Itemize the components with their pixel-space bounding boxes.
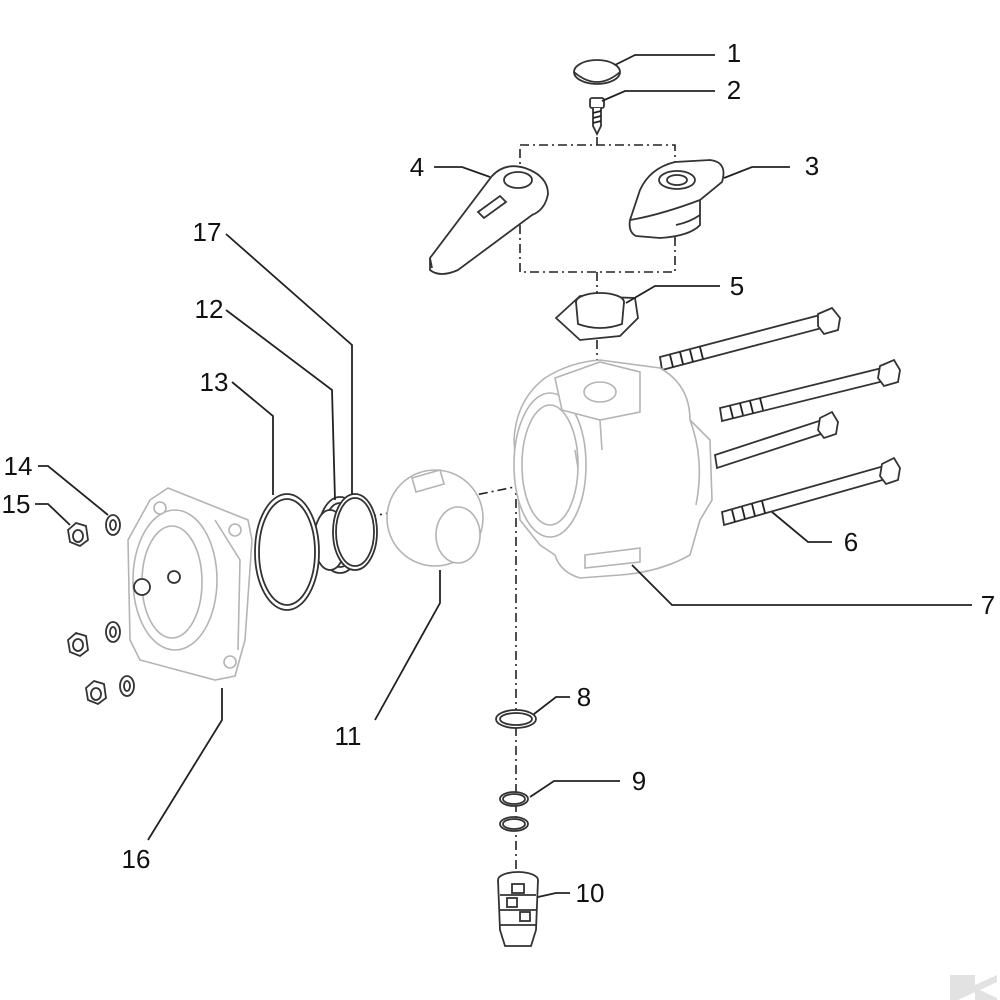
- washer-3: [119, 675, 135, 697]
- callout-12: 12: [195, 294, 224, 324]
- leader-13: [231, 381, 274, 495]
- bolt-2: [718, 358, 901, 423]
- leader-10: [537, 892, 570, 898]
- callout-4: 4: [410, 152, 424, 182]
- callout-16: 16: [122, 844, 151, 874]
- part-lever-handle: [429, 165, 549, 275]
- bolt-3: [713, 410, 839, 470]
- nut-2: [67, 631, 89, 658]
- brand-logo-icon: [950, 975, 997, 1000]
- part-gasket: [495, 709, 537, 729]
- part-outer-ring: [332, 493, 378, 571]
- leader-11: [374, 570, 441, 721]
- callout-5: 5: [730, 271, 744, 301]
- part-cap: [573, 59, 621, 85]
- callout-10: 10: [576, 878, 605, 908]
- washer-1: [105, 514, 121, 536]
- bolt-1: [658, 306, 841, 372]
- callout-7: 7: [981, 590, 995, 620]
- part-o-ring: [254, 493, 320, 611]
- callout-13: 13: [200, 367, 229, 397]
- leader-5: [625, 285, 720, 304]
- leader-14: [38, 465, 109, 516]
- callout-3: 3: [805, 151, 819, 181]
- leader-6: [771, 511, 832, 543]
- callout-1: 1: [727, 38, 741, 68]
- callout-17: 17: [193, 217, 222, 247]
- part-end-cap: [127, 487, 253, 681]
- axis-handle-frame: [519, 144, 676, 273]
- leader-1: [614, 54, 715, 66]
- part-small-o-rings: [499, 791, 529, 832]
- bolt-4: [720, 456, 901, 527]
- callout-11: 11: [335, 721, 362, 751]
- part-nuts-washers: [67, 514, 135, 706]
- callout-6: 6: [844, 527, 858, 557]
- leader-16: [147, 688, 223, 841]
- nut-3: [85, 679, 107, 706]
- nut-1: [67, 521, 89, 548]
- leader-4: [434, 166, 491, 178]
- part-knob-handle: [628, 159, 725, 239]
- leader-17: [225, 233, 353, 494]
- leader-8: [533, 696, 570, 715]
- leader-2: [601, 90, 715, 102]
- part-adapter: [554, 292, 639, 341]
- callout-2: 2: [727, 75, 741, 105]
- leader-12: [225, 309, 336, 501]
- callout-labels: 1 2 3 4 5 6 7 8 9 10 11 12 13 14 15 16 1…: [2, 38, 996, 908]
- callout-14: 14: [4, 451, 33, 481]
- part-valve-body: [513, 359, 713, 579]
- leader-9: [529, 780, 620, 798]
- leader-15: [35, 503, 71, 526]
- callout-9: 9: [632, 766, 646, 796]
- part-ball: [386, 469, 484, 567]
- callout-15: 15: [2, 489, 31, 519]
- leader-lines: [35, 54, 972, 898]
- part-screw: [589, 97, 605, 137]
- leader-7: [631, 564, 972, 606]
- part-cartridge: [497, 871, 539, 947]
- callout-8: 8: [577, 682, 591, 712]
- part-long-bolts: [658, 306, 901, 527]
- leader-3: [723, 166, 790, 179]
- washer-2: [105, 621, 121, 643]
